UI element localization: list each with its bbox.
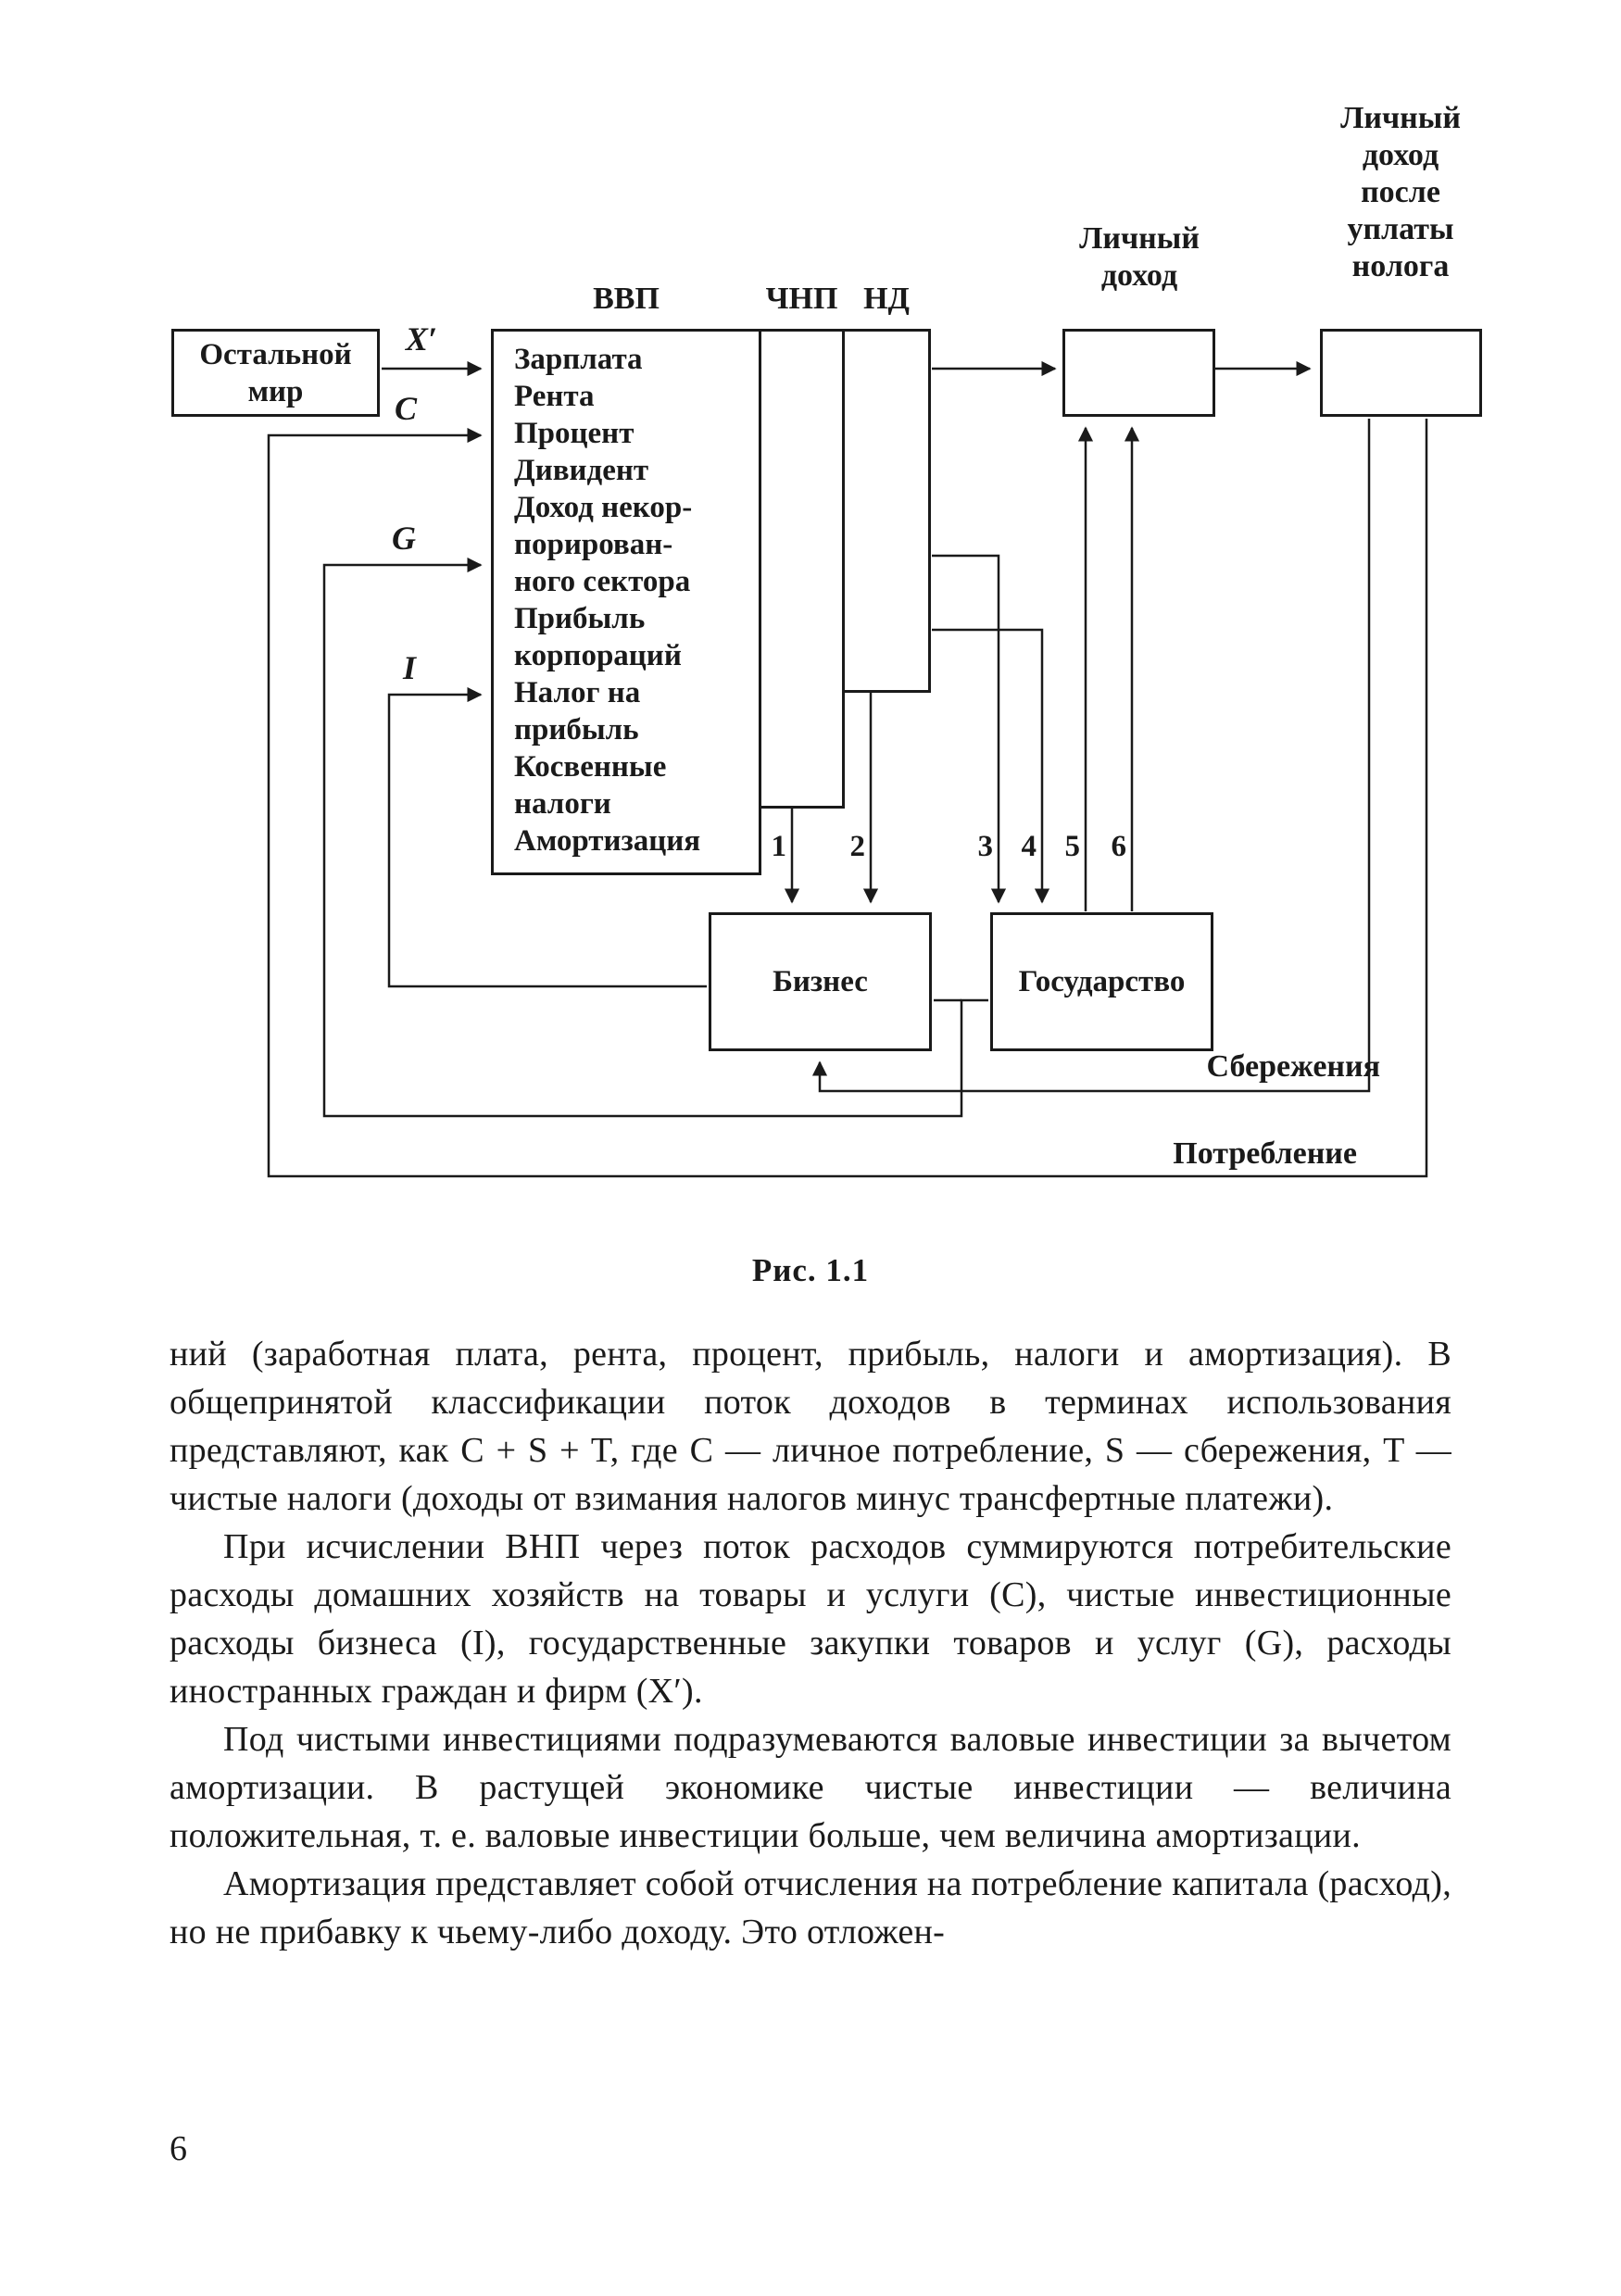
label-flow-number-6: 6 [1111,830,1127,863]
label-flow-number-1: 1 [771,830,787,863]
paragraph-4: Амортизация представляет собой отчислени… [170,1864,1451,1951]
paragraph-2: При исчислении ВНП через поток расходов … [170,1527,1451,1711]
box-gdp-components: Зарплата Рента Процент Дивидент Доход не… [491,329,761,875]
page-number: 6 [170,2129,187,2168]
flow-government-purchases-loop [322,557,988,1118]
box-state: Государство [990,912,1213,1051]
label-gdp: ВВП [593,282,660,316]
label-consumption: Потребление [1173,1136,1357,1171]
label-personal-income: Личный доход [1079,221,1200,293]
label-savings: Сбережения [1206,1049,1380,1084]
label-flow-i: I [402,649,416,686]
label-flow-number-2: 2 [849,830,866,863]
flow-4-line [932,628,1050,904]
flow-savings-line [811,419,1371,1093]
body-text: ний (заработная плата, рента, процент, п… [170,1330,1451,1956]
box-disposable-income [1320,329,1482,417]
figure-caption: Рис. 1.1 [751,1252,870,1288]
flow-3-line [932,554,1007,904]
diagram-lines [267,360,1428,1178]
box-business: Бизнес [709,912,932,1051]
income-flow-diagram: ВВП ЧНП НД Личный доход Личный доход пос… [171,101,1482,1178]
flow-investment-loop [387,686,707,988]
paragraph-1: ний (заработная плата, рента, процент, п… [170,1335,1451,1518]
box-personal-income [1062,329,1215,417]
label-flow-g: G [392,520,416,557]
label-ni: НД [863,282,910,316]
flow-consumption-loop [267,419,1428,1178]
box-ni [842,329,931,693]
box-nnp [759,329,845,809]
box-rest-of-world: Остальной мир [171,329,380,417]
label-flow-number-5: 5 [1064,830,1081,863]
label-nnp: ЧНП [765,282,838,316]
label-disposable-income: Личный доход после уплаты нолога [1340,101,1461,283]
label-flow-c: C [394,390,417,427]
label-flow-number-3: 3 [977,830,994,863]
paragraph-3: Под чистыми инвестициями подразумеваются… [170,1720,1451,1855]
label-flow-number-4: 4 [1021,830,1037,863]
label-flow-x: X′ [405,320,438,358]
